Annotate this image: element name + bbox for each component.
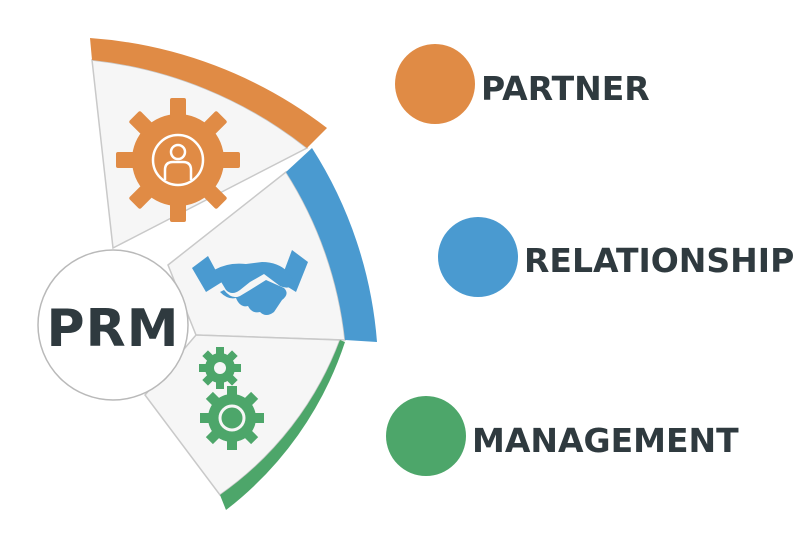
legend-partner: PARTNER (395, 44, 650, 124)
management-dot (386, 396, 466, 476)
legend-relationship: RELATIONSHIP (438, 217, 794, 297)
relationship-arc (286, 148, 377, 342)
relationship-label: RELATIONSHIP (524, 241, 794, 280)
management-arc (220, 340, 345, 510)
relationship-dot (438, 217, 518, 297)
legend-management: MANAGEMENT (386, 396, 739, 476)
partner-dot (395, 44, 475, 124)
hub: PRM (37, 249, 189, 401)
hub-label: PRM (47, 299, 180, 359)
handshake-icon (192, 250, 308, 315)
management-label: MANAGEMENT (472, 421, 739, 460)
person-gear-icon (116, 98, 240, 222)
partner-label: PARTNER (481, 69, 650, 108)
partner-arc (90, 38, 327, 148)
segment-relationship (167, 148, 377, 342)
gears-icon (199, 347, 264, 450)
